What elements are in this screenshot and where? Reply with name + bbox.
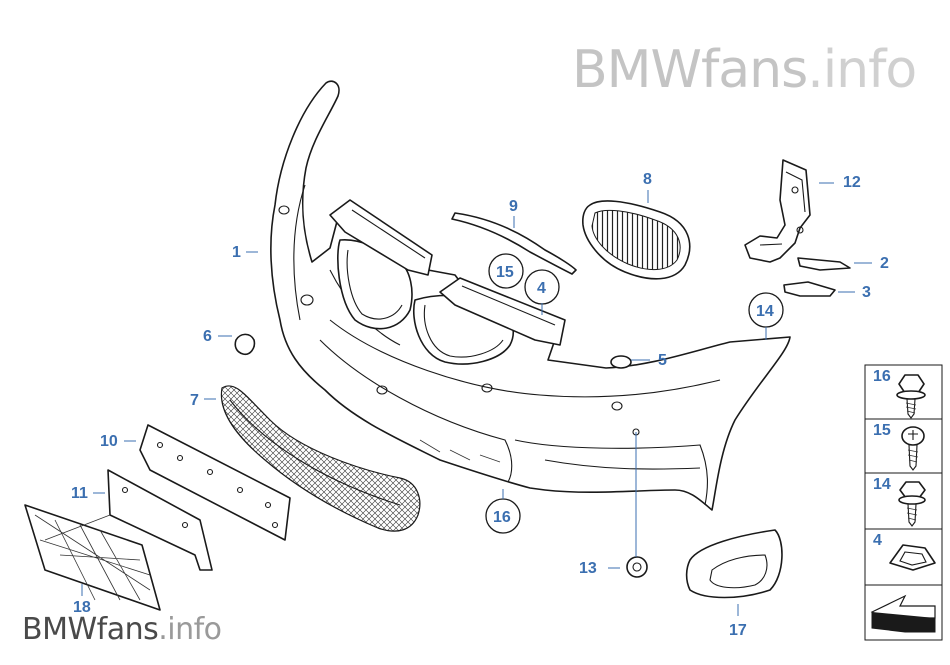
legend-label-15: 15 [873, 422, 891, 439]
callout-labels: 1 2 3 4 5 6 7 8 9 10 11 12 13 14 15 16 1… [71, 171, 889, 639]
callout-12: 12 [843, 174, 861, 191]
callout-6: 6 [203, 328, 212, 345]
holder-holes [156, 441, 279, 529]
torx-screw-15-icon [901, 426, 925, 471]
hex-screw-14-icon [898, 481, 926, 527]
cover-cap-6[interactable] [234, 333, 256, 356]
callout-2: 2 [880, 255, 889, 272]
callout-3: 3 [862, 284, 871, 301]
trim-strip[interactable] [451, 212, 577, 275]
callout-1: 1 [232, 244, 241, 261]
callout-11: 11 [71, 485, 88, 502]
leader-lines [81, 182, 872, 616]
bracket-3[interactable] [783, 281, 836, 297]
legend-label-14: 14 [873, 476, 891, 493]
clip-13[interactable] [626, 556, 648, 578]
legend-label-16: 16 [873, 368, 891, 385]
watermark-top: BMWfans.info [572, 40, 917, 100]
air-duct[interactable] [685, 529, 783, 599]
callout-16: 16 [493, 509, 511, 526]
circle-15 [488, 253, 524, 289]
license-plate-holder[interactable] [139, 424, 291, 541]
callout-10: 10 [100, 433, 118, 450]
callout-9: 9 [509, 198, 518, 215]
front-bumper[interactable] [270, 80, 791, 511]
bracket-2[interactable] [797, 257, 851, 271]
callout-13: 13 [579, 560, 597, 577]
callout-5: 5 [658, 352, 667, 369]
callout-18: 18 [73, 599, 91, 616]
cover-cap-5[interactable] [610, 355, 632, 369]
watermark-bottom: BMWfans.info [22, 612, 222, 647]
callout-15: 15 [496, 264, 514, 281]
callout-8: 8 [643, 171, 652, 188]
mounting-bracket[interactable] [744, 159, 811, 263]
callout-7: 7 [190, 392, 199, 409]
callout-17: 17 [729, 622, 747, 639]
hex-screw-16-icon [896, 374, 926, 419]
callout-14: 14 [756, 303, 774, 320]
clip-nut-4-icon [889, 544, 936, 571]
kidney-grille[interactable] [582, 200, 691, 280]
callout-4: 4 [537, 280, 546, 297]
navigation-arrow-icon [870, 594, 936, 633]
lattice-carrier[interactable] [24, 504, 161, 611]
legend-label-4: 4 [873, 532, 882, 549]
fastener-legend: 16 15 14 4 [864, 364, 943, 641]
